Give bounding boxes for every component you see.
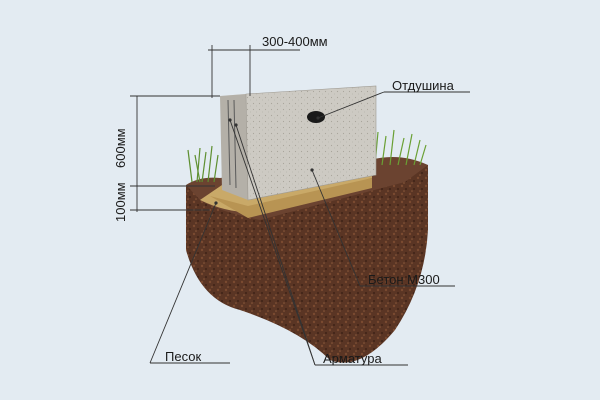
vent-label: Отдушина [392, 78, 454, 93]
vent-hole [307, 111, 325, 123]
concrete-label: Бетон М300 [368, 272, 440, 287]
sand-label: Песок [165, 349, 202, 364]
width-label: 300-400мм [262, 34, 328, 49]
height-sand-label: 100мм [113, 182, 128, 222]
sand-layer-front [210, 178, 372, 218]
height-wall-label: 600мм [113, 128, 128, 168]
concrete-side [220, 94, 248, 200]
rebar-label: Арматура [323, 351, 382, 366]
grass-left [187, 145, 219, 183]
dimension-lines [130, 45, 470, 366]
concrete-front [246, 86, 376, 200]
